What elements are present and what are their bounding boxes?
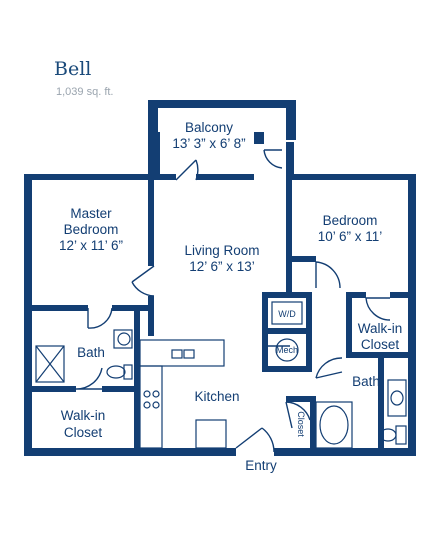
plan-name: Bell [54,58,92,80]
walkin-closet-left-label-1: Walk-in [61,408,106,423]
walls [24,100,416,456]
master-bedroom-dims: 12’ x 11’ 6” [59,238,123,253]
bedroom-dims: 10’ 6” x 11’ [318,229,383,244]
entry-label: Entry [245,458,277,473]
bath-right-label: Bath [352,374,380,389]
living-room-label: Living Room [184,243,259,258]
room-labels: Balcony 13’ 3” x 6’ 8” Master Bedroom 12… [59,120,402,473]
closet-label: Closet [296,411,306,437]
master-bedroom-label-1: Master [70,206,112,221]
living-room-dims: 12’ 6” x 13’ [189,259,255,274]
wd-label: W/D [278,309,296,319]
walkin-closet-left-label-2: Closet [64,425,103,440]
walkin-closet-right-label-2: Closet [361,337,400,352]
mech-label: Mech [276,345,298,355]
master-bedroom-label-2: Bedroom [64,222,119,237]
plan-area: 1,039 sq. ft. [56,86,114,98]
walkin-closet-right-label-1: Walk-in [358,321,403,336]
bath-left-label: Bath [77,345,105,360]
kitchen-label: Kitchen [194,389,239,404]
windows [40,103,400,178]
bedroom-label: Bedroom [323,213,378,228]
balcony-label: Balcony [185,120,233,135]
doors [75,149,391,453]
balcony-dims: 13’ 3” x 6’ 8” [172,136,245,151]
fixtures [35,301,407,449]
